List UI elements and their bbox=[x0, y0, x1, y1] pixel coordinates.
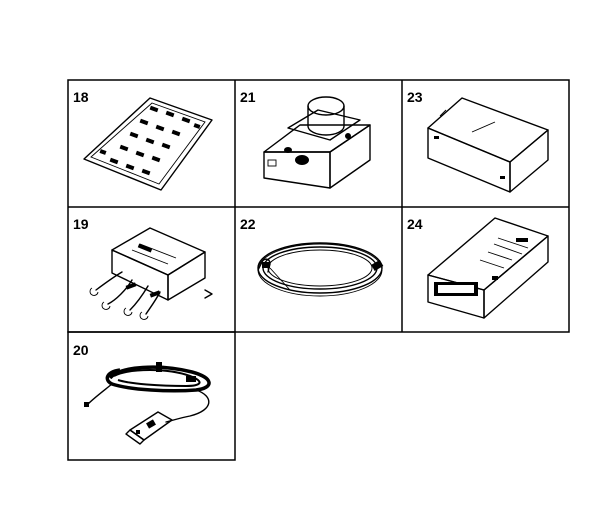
rectangular-box-icon bbox=[427, 97, 549, 193]
part-number-21: 21 bbox=[240, 89, 256, 105]
keypad-overlay-card-icon bbox=[83, 97, 213, 191]
part-cell-24: 24 bbox=[407, 216, 549, 319]
part-cell-18: 18 bbox=[73, 89, 213, 191]
part-cell-23: 23 bbox=[407, 89, 549, 193]
part-number-22: 22 bbox=[240, 216, 256, 232]
cassette-box-icon bbox=[427, 217, 549, 319]
grid-frame bbox=[67, 79, 570, 461]
part-number-23: 23 bbox=[407, 89, 423, 105]
part-number-24: 24 bbox=[407, 216, 423, 232]
part-cell-22: 22 bbox=[240, 216, 384, 297]
terminal-junction-box-icon bbox=[89, 227, 213, 320]
remote-sensor-cable-icon bbox=[84, 362, 211, 445]
part-cell-21: 21 bbox=[240, 89, 371, 189]
part-number-19: 19 bbox=[73, 216, 89, 232]
part-number-18: 18 bbox=[73, 89, 89, 105]
part-number-20: 20 bbox=[73, 342, 89, 358]
transformer-power-pack-icon bbox=[263, 96, 371, 189]
coiled-cable-icon bbox=[257, 242, 384, 297]
part-cell-20: 20 bbox=[73, 342, 211, 445]
part-cell-19: 19 bbox=[73, 216, 213, 320]
